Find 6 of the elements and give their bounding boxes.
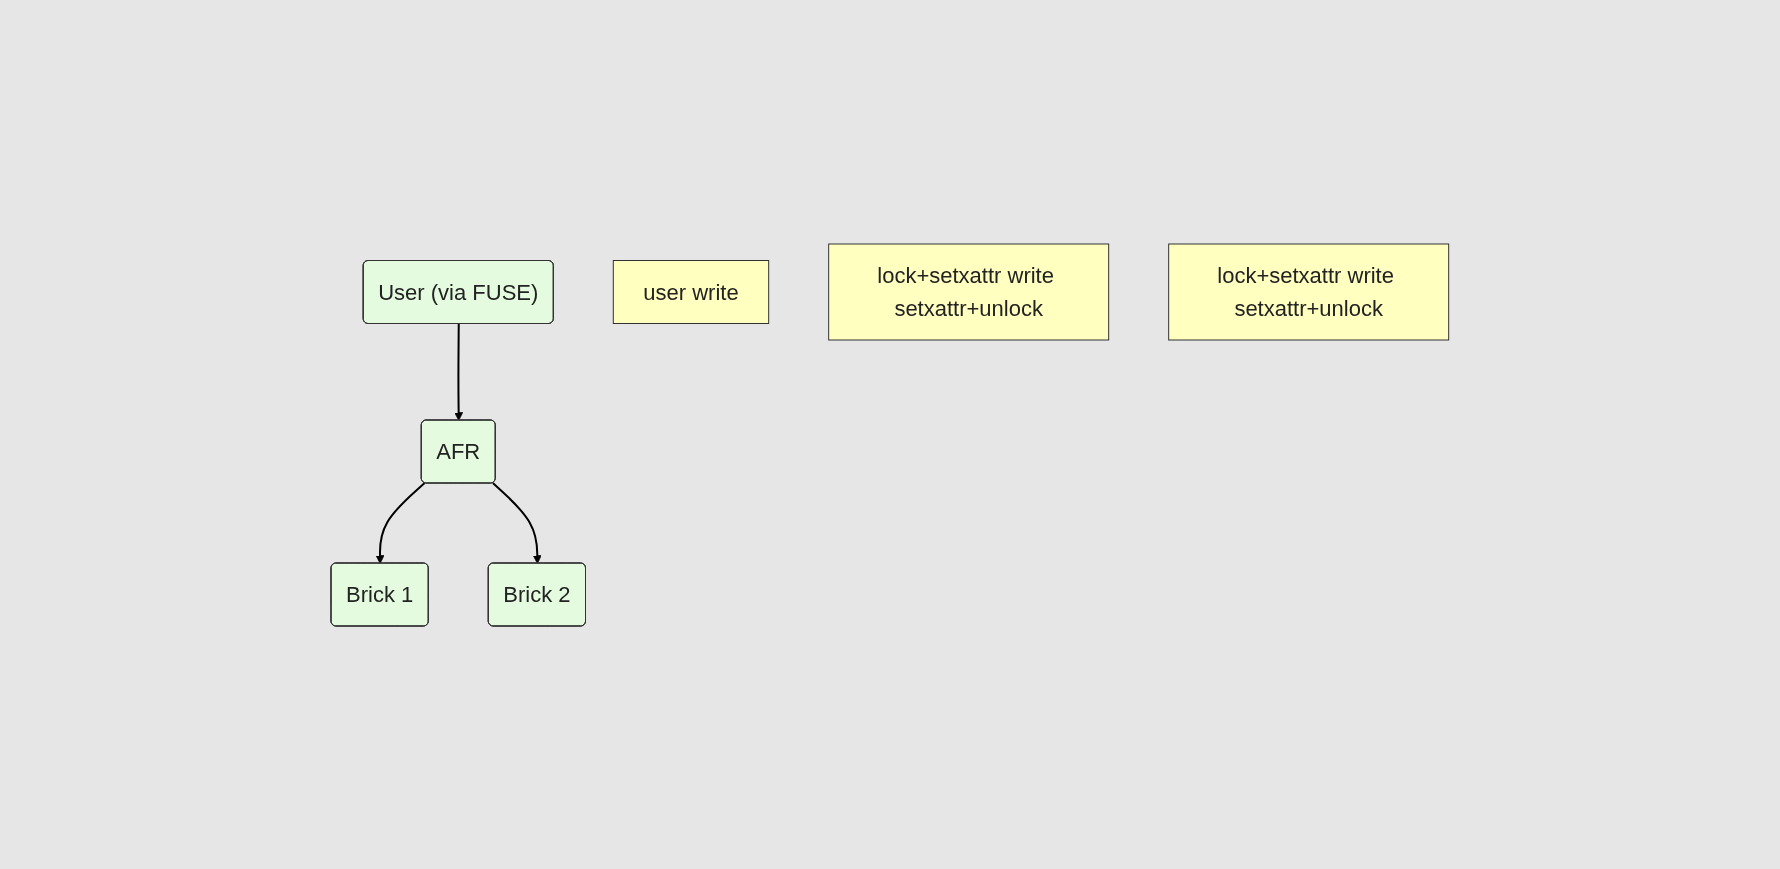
node-box: user write [612,259,770,324]
node-box: lock+setxattr write setxattr+unlock [828,243,1110,340]
arrow [454,322,464,421]
arrow [375,481,426,564]
node-box: lock+setxattr write setxattr+unlock [1168,243,1450,340]
arrow [492,481,542,564]
